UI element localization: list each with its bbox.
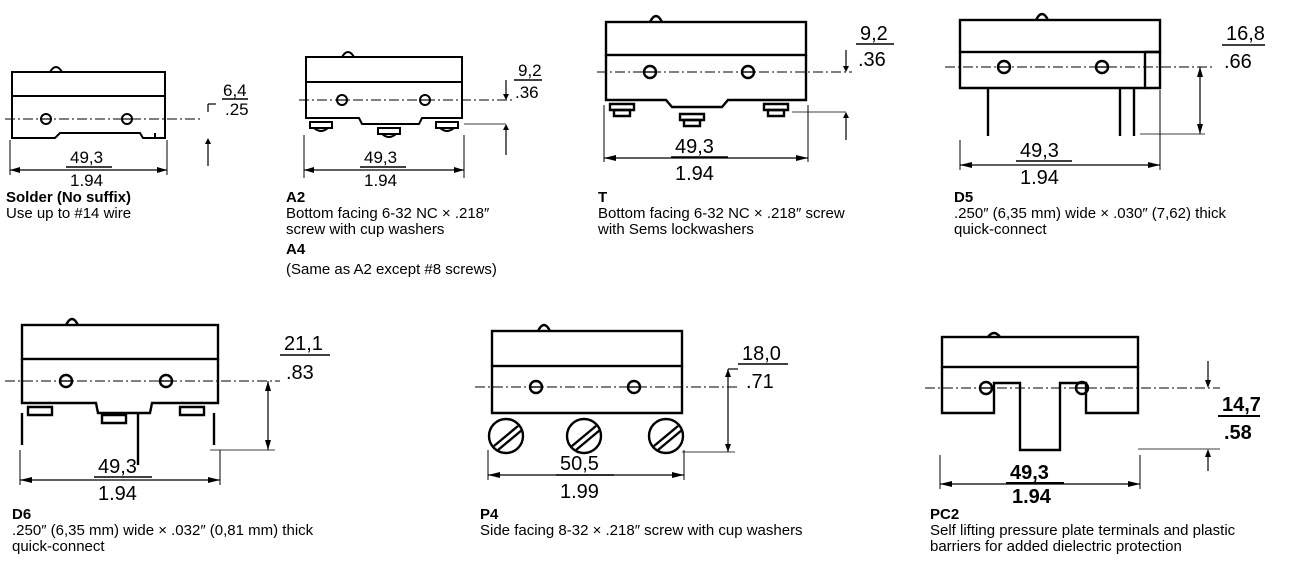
height-mm: 14,7 <box>1222 394 1261 416</box>
width-in: 1.94 <box>1012 486 1052 508</box>
width-in: 1.94 <box>98 483 137 505</box>
height-mm: 16,8 <box>1226 23 1265 45</box>
width-mm: 50,5 <box>560 453 599 475</box>
height-mm: 6,4 <box>223 81 247 100</box>
terminal-desc-2: quick-connect <box>954 221 1047 238</box>
height-in: .36 <box>515 83 539 102</box>
height-mm: 9,2 <box>860 23 888 45</box>
t-drawing: 9,2 .36 49,3 1.94 <box>597 14 894 185</box>
terminal-desc: Use up to #14 wire <box>6 205 132 222</box>
terminal-desc-1: Side facing 8-32 × .218″ screw with cup … <box>480 522 803 539</box>
width-in: 1.94 <box>70 171 103 190</box>
terminal-code: T <box>598 189 608 206</box>
terminal-code: P4 <box>480 506 499 523</box>
terminal-desc-1: Self lifting pressure plate terminals an… <box>930 522 1236 539</box>
terminal-code: PC2 <box>930 507 960 523</box>
terminal-desc-1: .250″ (6,35 mm) wide × .032″ (0,81 mm) t… <box>12 522 314 539</box>
width-mm: 49,3 <box>1020 140 1059 162</box>
width-mm: 49,3 <box>98 456 137 478</box>
d5-drawing: 16,8 .66 49,3 1.94 <box>945 12 1265 189</box>
terminal-desc-1: Bottom facing 6-32 NC × .218″ screw <box>598 205 845 222</box>
height-in: .36 <box>858 49 886 71</box>
width-mm: 49,3 <box>1010 462 1049 484</box>
width-in: 1.94 <box>1020 167 1059 189</box>
height-mm: 21,1 <box>284 333 323 355</box>
terminal-code-alt: A4 <box>286 241 306 258</box>
height-in: .25 <box>225 100 249 119</box>
width-in: 1.99 <box>560 481 599 503</box>
d6-drawing: 21,1 .83 49,3 1.94 <box>5 317 330 505</box>
a2-drawing: 9,2 .36 49,3 1.94 <box>299 51 542 190</box>
width-mm: 49,3 <box>70 148 103 167</box>
terminal-desc-2: quick-connect <box>12 538 105 555</box>
width-mm: 49,3 <box>364 148 397 167</box>
terminal-code: Solder (No suffix) <box>6 189 132 206</box>
terminal-desc-2: screw with cup washers <box>286 221 445 238</box>
height-in: .83 <box>286 362 314 384</box>
terminal-desc-1: .250″ (6,35 mm) wide × .030″ (7,62) thic… <box>954 205 1226 222</box>
p4-drawing: 18,0 .71 50,5 1.99 <box>475 323 788 503</box>
pc2-drawing: 14,7 .58 49,3 1.94 <box>925 331 1261 508</box>
height-in: .66 <box>1224 51 1252 73</box>
terminal-code: D6 <box>12 506 32 523</box>
width-in: 1.94 <box>364 171 397 190</box>
height-mm: 9,2 <box>518 61 542 80</box>
terminal-desc-1: Bottom facing 6-32 NC × .218″ <box>286 205 490 222</box>
terminal-code: D5 <box>954 189 974 206</box>
terminal-desc-alt: (Same as A2 except #8 screws) <box>286 261 497 278</box>
height-in: .71 <box>746 371 774 393</box>
terminal-desc-2: barriers for added dielectric protection <box>930 538 1182 555</box>
terminal-code: A2 <box>286 189 306 206</box>
solder-drawing: 6,4 .25 49,3 1.94 <box>5 66 249 190</box>
height-in: .58 <box>1224 422 1252 444</box>
terminal-desc-2: with Sems lockwashers <box>598 221 754 238</box>
height-mm: 18,0 <box>742 343 781 365</box>
width-in: 1.94 <box>675 163 714 185</box>
width-mm: 49,3 <box>675 136 714 158</box>
